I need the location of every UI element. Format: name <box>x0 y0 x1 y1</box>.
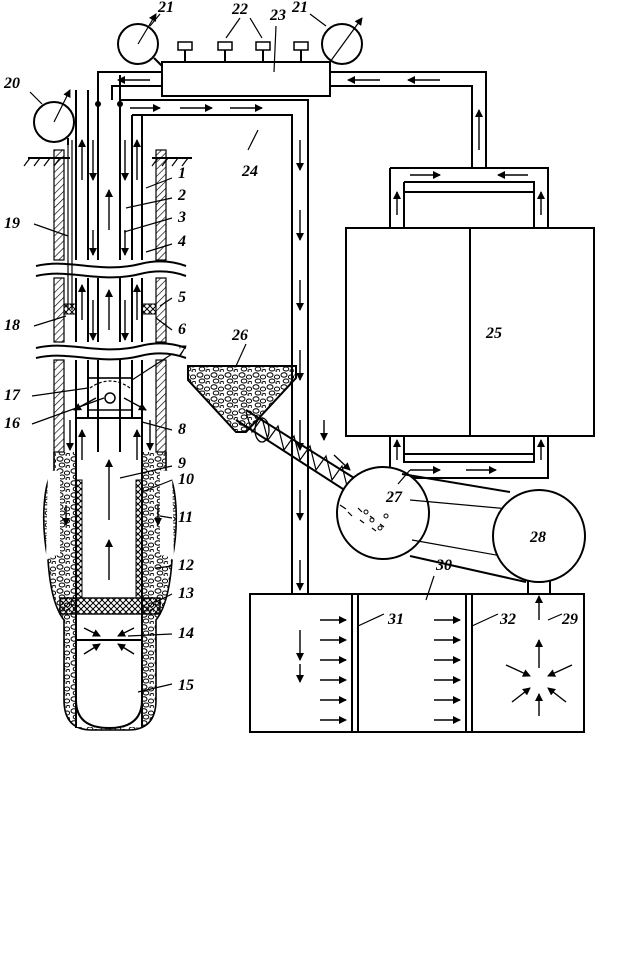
label-16: 16 <box>4 415 20 432</box>
label-9: 9 <box>178 455 186 472</box>
settling-tank <box>250 594 584 732</box>
label-7: 7 <box>178 343 187 360</box>
label-2: 2 <box>177 187 186 204</box>
label-21-left: 21 <box>157 0 174 16</box>
ground-surface <box>24 158 192 166</box>
label-3: 3 <box>177 209 186 226</box>
pressure-gauge-icon <box>118 14 162 66</box>
label-8: 8 <box>178 421 186 438</box>
bottom-packer <box>60 598 160 614</box>
label-20: 20 <box>3 75 20 92</box>
label-10: 10 <box>178 471 194 488</box>
label-15: 15 <box>178 677 194 694</box>
label-17: 17 <box>4 387 21 404</box>
pump-icon <box>337 467 429 559</box>
label-30: 30 <box>435 557 452 574</box>
label-32: 32 <box>499 611 516 628</box>
pressure-gauge-icon <box>322 18 362 64</box>
label-19: 19 <box>4 215 20 232</box>
label-1: 1 <box>178 165 186 182</box>
label-25: 25 <box>485 325 502 342</box>
label-12: 12 <box>178 557 194 574</box>
label-27: 27 <box>385 489 403 506</box>
label-13: 13 <box>178 585 194 602</box>
label-22: 22 <box>231 1 248 18</box>
label-24: 24 <box>241 163 258 180</box>
label-28: 28 <box>529 529 546 546</box>
label-26: 26 <box>231 327 248 344</box>
separator-tank <box>346 228 594 436</box>
open-hole-cavity <box>44 452 177 730</box>
packer-right <box>142 304 156 314</box>
packer <box>64 304 76 314</box>
pressure-gauge-icon <box>34 90 74 145</box>
label-31: 31 <box>387 611 404 628</box>
label-23: 23 <box>269 7 286 24</box>
valve-icon <box>178 42 308 62</box>
label-18: 18 <box>4 317 20 334</box>
label-5: 5 <box>178 289 186 306</box>
label-4: 4 <box>177 233 186 250</box>
junction-dot <box>117 101 123 107</box>
label-29: 29 <box>561 611 578 628</box>
hopper-icon <box>188 366 296 432</box>
label-6: 6 <box>178 321 186 338</box>
well-casing <box>54 150 166 452</box>
label-14: 14 <box>178 625 194 642</box>
label-11: 11 <box>178 509 193 526</box>
label-21-right: 21 <box>291 0 308 16</box>
junction-dot <box>95 101 101 107</box>
